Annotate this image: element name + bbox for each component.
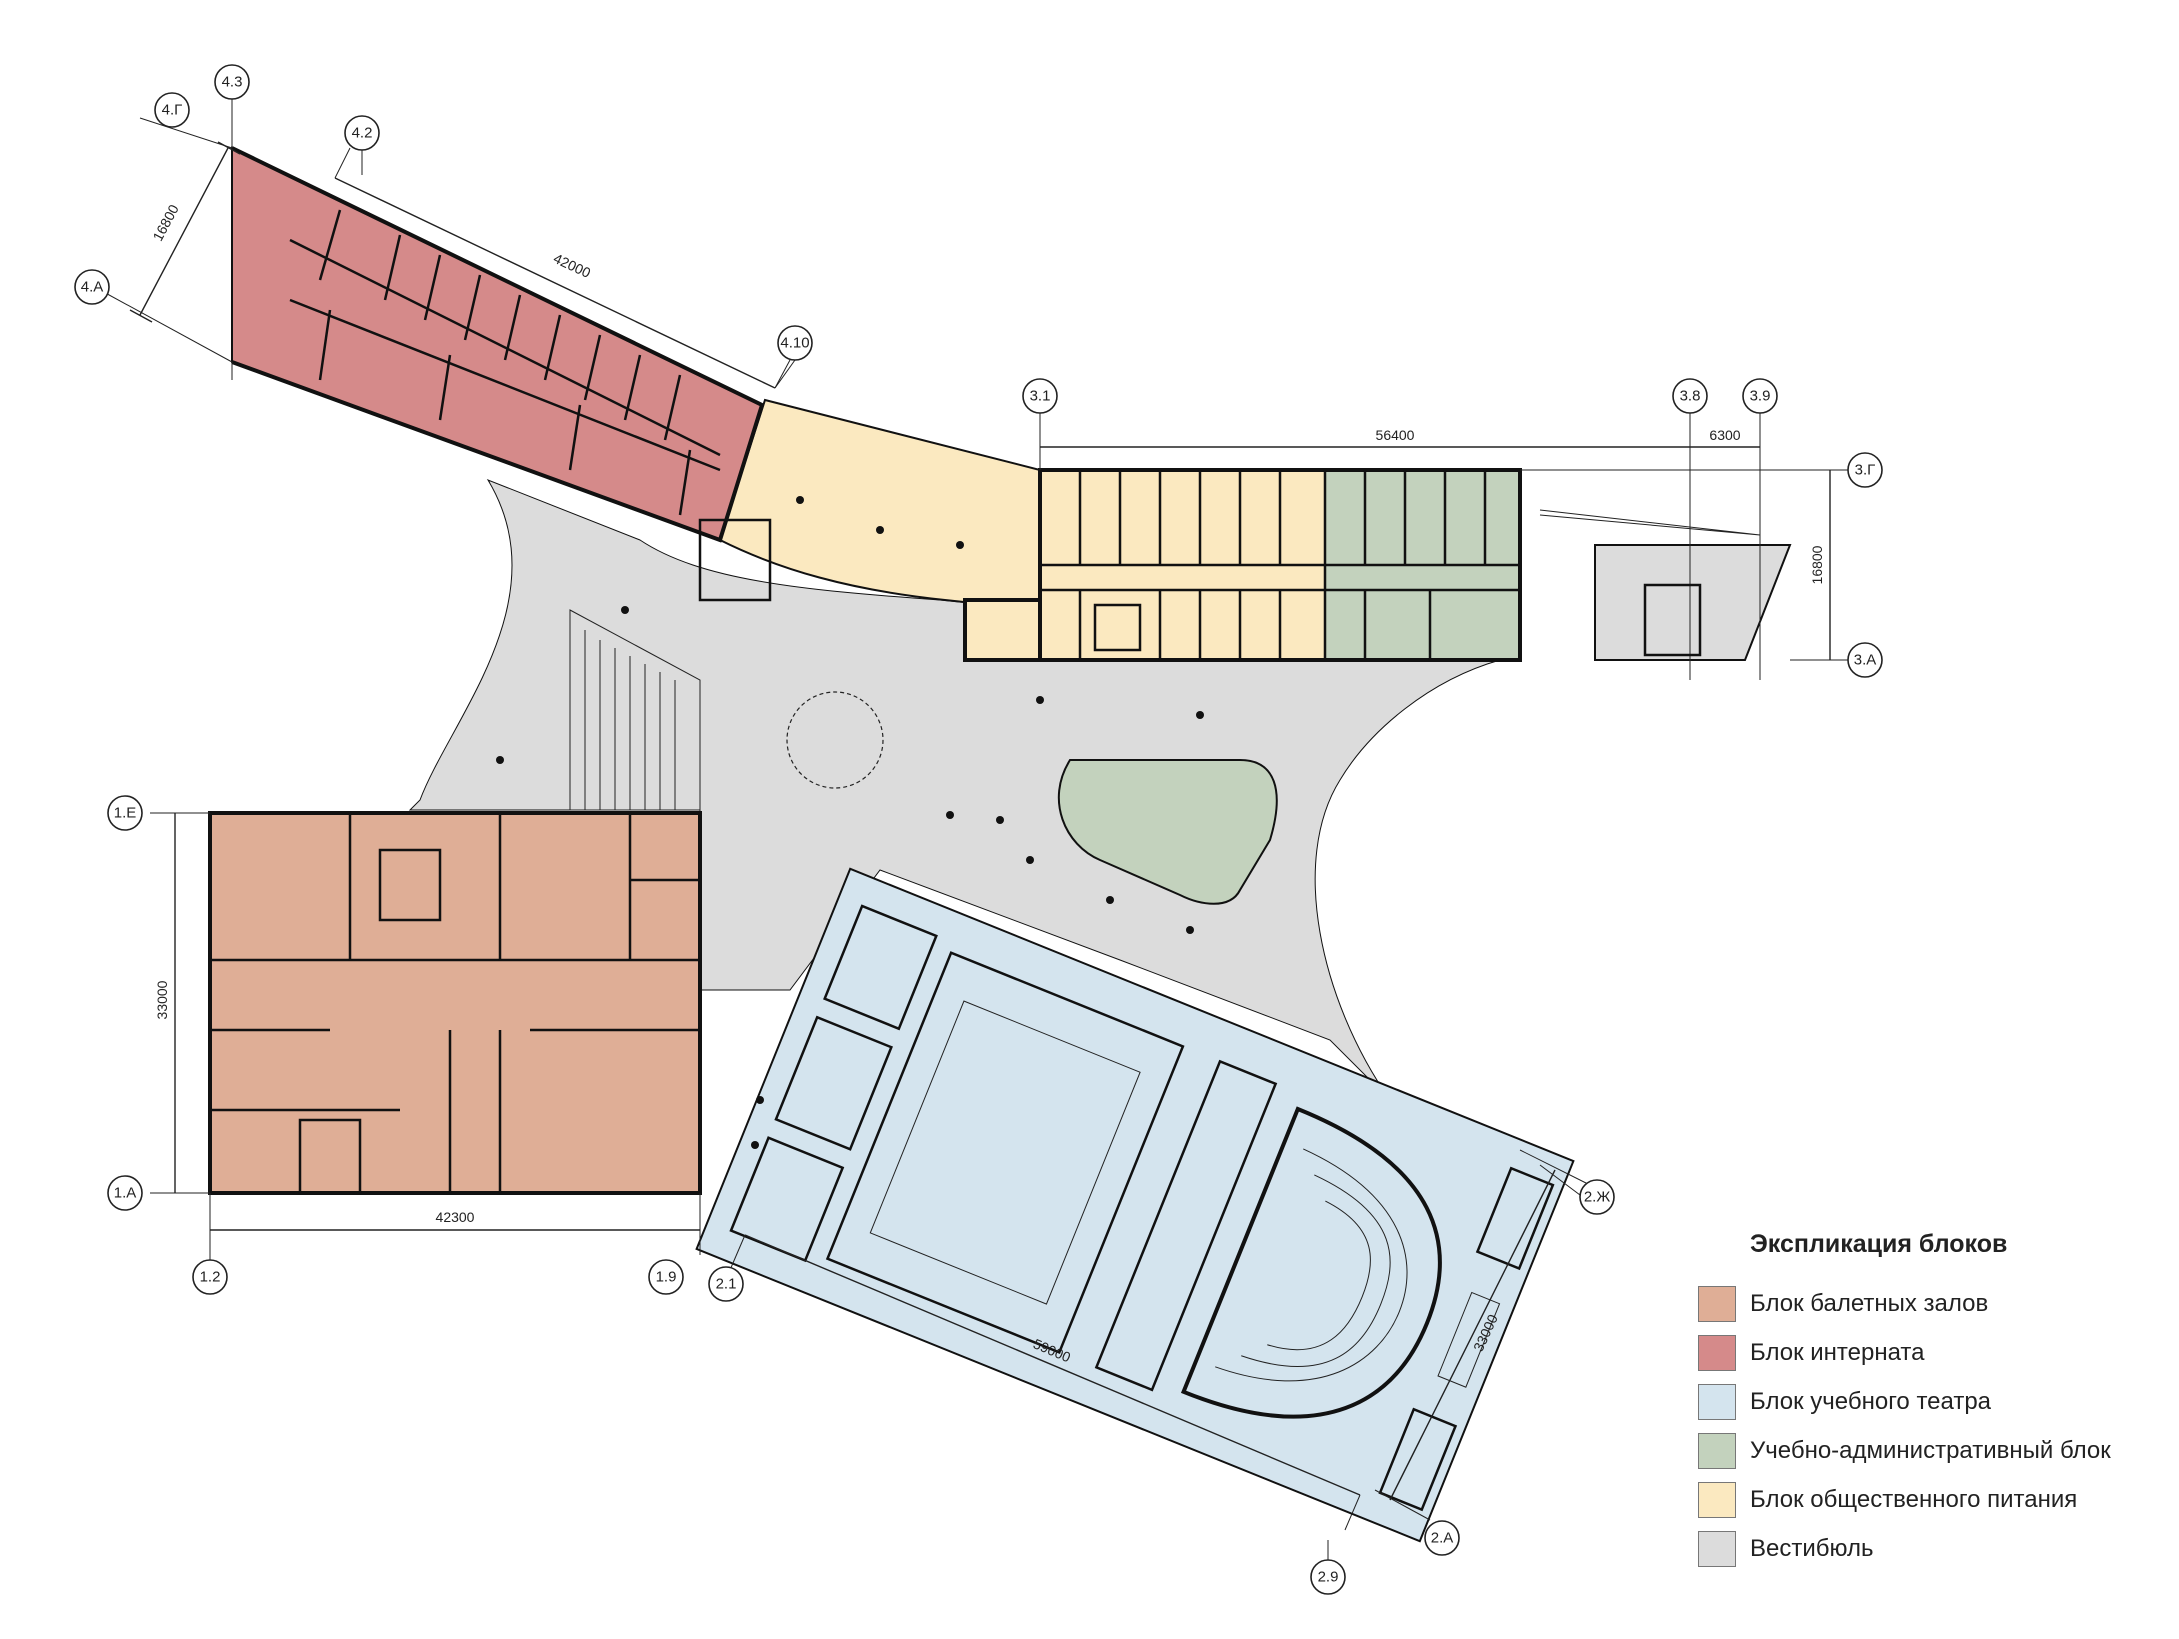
legend-item-internat: Блок интерната — [1698, 1328, 2168, 1377]
axis-label: 2.1 — [716, 1276, 737, 1293]
axis-marker-4-2: 4.2 — [344, 115, 380, 175]
amphitheatre-steps — [569, 609, 701, 811]
axis-marker-4-A: 4.А — [74, 269, 110, 305]
axis-label: 4.3 — [222, 74, 243, 91]
axis-marker-2-A: 2.А — [1424, 1520, 1460, 1556]
axis-marker-3-8: 3.8 — [1672, 378, 1708, 414]
legend-title: Экспликация блоков — [1750, 1230, 2008, 1258]
legend-label: Блок общественного питания — [1750, 1485, 2078, 1513]
legend-label: Блок балетных залов — [1750, 1289, 1989, 1317]
axis-marker-3-1: 3.1 — [1022, 378, 1058, 447]
legend-swatch — [1698, 1530, 1736, 1567]
axis-marker-4-G: 4.Г — [154, 92, 190, 128]
legend-item-vestibule: Вестибюль — [1698, 1524, 2168, 1573]
dim-56400: 56400 — [1376, 427, 1415, 443]
dim-42000: 42000 — [551, 250, 593, 281]
legend-item-theatre: Блок учебного театра — [1698, 1377, 2168, 1426]
axis-marker-1-2: 1.2 — [192, 1255, 228, 1295]
vestibule-annex — [1594, 544, 1792, 661]
dim-16800-left: 16800 — [149, 202, 182, 244]
legend: Экспликация блоков Блок балетных залов Б… — [1698, 1230, 2168, 1573]
axis-label: 4.А — [81, 279, 104, 296]
admin-island — [1057, 759, 1278, 905]
legend-swatch — [1698, 1481, 1736, 1518]
axis-label: 2.Ж — [1584, 1189, 1611, 1206]
legend-swatch — [1698, 1383, 1736, 1420]
food-admin-walls — [963, 468, 1522, 662]
dim-16800-right: 16800 — [1809, 545, 1825, 584]
axis-label: 3.А — [1854, 652, 1877, 669]
columns — [496, 496, 1204, 1149]
axis-marker-1-A: 1.А — [107, 1175, 143, 1211]
legend-swatch — [1698, 1432, 1736, 1469]
round-feature — [786, 691, 884, 789]
legend-swatch — [1698, 1334, 1736, 1371]
legend-label: Блок интерната — [1750, 1338, 1925, 1366]
axis-label: 4.2 — [352, 125, 373, 142]
legend-item-food: Блок общественного питания — [1698, 1475, 2168, 1524]
legend-swatch — [1698, 1285, 1736, 1322]
axis-marker-3-A: 3.А — [1847, 642, 1883, 678]
dim-6300: 6300 — [1709, 427, 1740, 443]
theatre-block — [695, 867, 1575, 1543]
legend-item-admin: Учебно-административный блок — [1698, 1426, 2168, 1475]
legend-label: Блок учебного театра — [1750, 1387, 1992, 1415]
dim-42300: 42300 — [436, 1209, 475, 1225]
axis-label: 1.Е — [114, 805, 137, 822]
axis-marker-2-1: 2.1 — [708, 1266, 744, 1302]
axis-label: 1.2 — [200, 1269, 221, 1286]
axis-label: 1.9 — [656, 1269, 677, 1286]
annex-lines — [1520, 469, 1830, 680]
legend-label: Вестибюль — [1750, 1534, 1874, 1562]
axis-label: 3.9 — [1750, 388, 1771, 405]
axis-marker-1-E: 1.Е — [107, 795, 143, 831]
axis-label: 4.Г — [162, 102, 183, 119]
axis-label: 2.А — [1431, 1530, 1454, 1547]
dim-33000-left: 33000 — [154, 980, 170, 1019]
internat-walls — [231, 146, 772, 602]
axis-label: 4.10 — [780, 335, 809, 352]
ballet-block — [209, 812, 701, 1194]
axis-label: 2.9 — [1318, 1569, 1339, 1586]
dimension-lines — [99, 117, 1870, 1531]
axis-label: 3.1 — [1030, 388, 1051, 405]
axis-marker-1-9: 1.9 — [648, 1259, 684, 1295]
axis-label: 1.А — [114, 1185, 137, 1202]
axis-marker-3-G: 3.Г — [1847, 452, 1883, 488]
food-block-wing — [718, 398, 1041, 612]
axis-marker-3-9: 3.9 — [1742, 378, 1778, 414]
axis-marker-2-Zh: 2.Ж — [1539, 1164, 1615, 1215]
axis-marker-4-3: 4.3 — [214, 64, 250, 148]
axis-label: 3.8 — [1680, 388, 1701, 405]
ballet-walls — [208, 811, 702, 1195]
legend-item-ballet: Блок балетных залов — [1698, 1279, 2168, 1328]
axis-marker-2-9: 2.9 — [1310, 1540, 1346, 1595]
axis-label: 3.Г — [1855, 462, 1876, 479]
legend-label: Учебно-административный блок — [1750, 1436, 2111, 1464]
axis-marker-4-10: 4.10 — [774, 325, 813, 389]
